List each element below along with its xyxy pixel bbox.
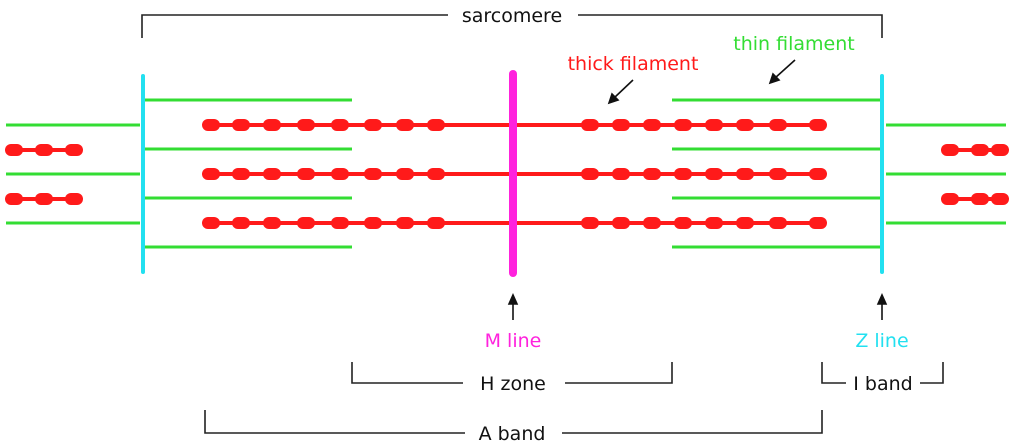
myosin-head xyxy=(705,217,723,229)
myosin-head xyxy=(202,168,220,180)
myosin-head xyxy=(364,168,382,180)
myosin-head xyxy=(364,119,382,131)
myosin-head xyxy=(202,119,220,131)
myosin-head xyxy=(581,168,599,180)
h-zone-label: H zone xyxy=(480,373,546,395)
myosin-head xyxy=(232,119,250,131)
myosin-head xyxy=(612,168,630,180)
myosin-head xyxy=(809,119,827,131)
myosin-head xyxy=(232,168,250,180)
myosin-head xyxy=(331,119,349,131)
z-lines xyxy=(141,74,884,274)
myosin-head xyxy=(427,168,445,180)
m-line-arrow xyxy=(507,293,519,320)
myosin-head xyxy=(941,144,959,156)
myosin-head xyxy=(263,168,281,180)
thick-filament-arrow xyxy=(607,79,634,105)
thick-filament-label: thick filament xyxy=(568,53,699,75)
sarcomere-label: sarcomere xyxy=(462,5,562,27)
myosin-head xyxy=(297,217,315,229)
myosin-head xyxy=(736,119,754,131)
h-zone-bracket xyxy=(351,362,673,384)
myosin-head xyxy=(941,193,959,205)
myosin-head xyxy=(427,119,445,131)
a-band-label: A band xyxy=(479,423,546,445)
myosin-head xyxy=(364,217,382,229)
myosin-head xyxy=(674,168,692,180)
myosin-head xyxy=(769,168,787,180)
myosin-head xyxy=(5,144,23,156)
myosin-head xyxy=(202,217,220,229)
myosin-head xyxy=(643,168,661,180)
myosin-head xyxy=(297,119,315,131)
thin-filament-label: thin filament xyxy=(733,33,854,55)
myosin-head xyxy=(232,217,250,229)
myosin-head xyxy=(809,217,827,229)
myosin-head xyxy=(769,119,787,131)
myosin-head xyxy=(297,168,315,180)
myosin-heads xyxy=(5,119,1009,229)
myosin-head xyxy=(581,119,599,131)
myosin-head xyxy=(736,217,754,229)
myosin-head xyxy=(581,217,599,229)
z-line-arrow xyxy=(876,293,888,320)
myosin-head xyxy=(971,144,989,156)
myosin-head xyxy=(35,144,53,156)
myosin-head xyxy=(643,119,661,131)
myosin-head xyxy=(612,119,630,131)
myosin-head xyxy=(612,217,630,229)
myosin-head xyxy=(809,168,827,180)
a-band-bracket xyxy=(204,410,823,434)
myosin-head xyxy=(769,217,787,229)
thick-filaments xyxy=(5,119,1009,229)
thin-filaments xyxy=(6,98,1006,249)
thin-filament-arrow xyxy=(768,59,796,85)
z-line-label: Z line xyxy=(855,330,908,352)
myosin-head xyxy=(263,119,281,131)
myosin-head xyxy=(705,168,723,180)
sarcomere-bracket xyxy=(141,14,883,38)
myosin-head xyxy=(705,119,723,131)
myosin-head xyxy=(65,193,83,205)
myosin-head xyxy=(396,119,414,131)
myosin-head xyxy=(65,144,83,156)
myosin-head xyxy=(331,217,349,229)
myosin-head xyxy=(5,193,23,205)
myosin-head xyxy=(263,217,281,229)
myosin-head xyxy=(35,193,53,205)
myosin-head xyxy=(971,193,989,205)
myosin-head xyxy=(396,168,414,180)
myosin-head xyxy=(674,217,692,229)
myosin-head xyxy=(991,144,1009,156)
myosin-head xyxy=(427,217,445,229)
myosin-head xyxy=(643,217,661,229)
i-band-bracket xyxy=(821,362,944,384)
m-line-label: M line xyxy=(485,330,542,352)
myosin-head xyxy=(736,168,754,180)
i-band-label: I band xyxy=(853,373,912,395)
myosin-head xyxy=(331,168,349,180)
myosin-head xyxy=(991,193,1009,205)
myosin-head xyxy=(396,217,414,229)
myosin-head xyxy=(674,119,692,131)
